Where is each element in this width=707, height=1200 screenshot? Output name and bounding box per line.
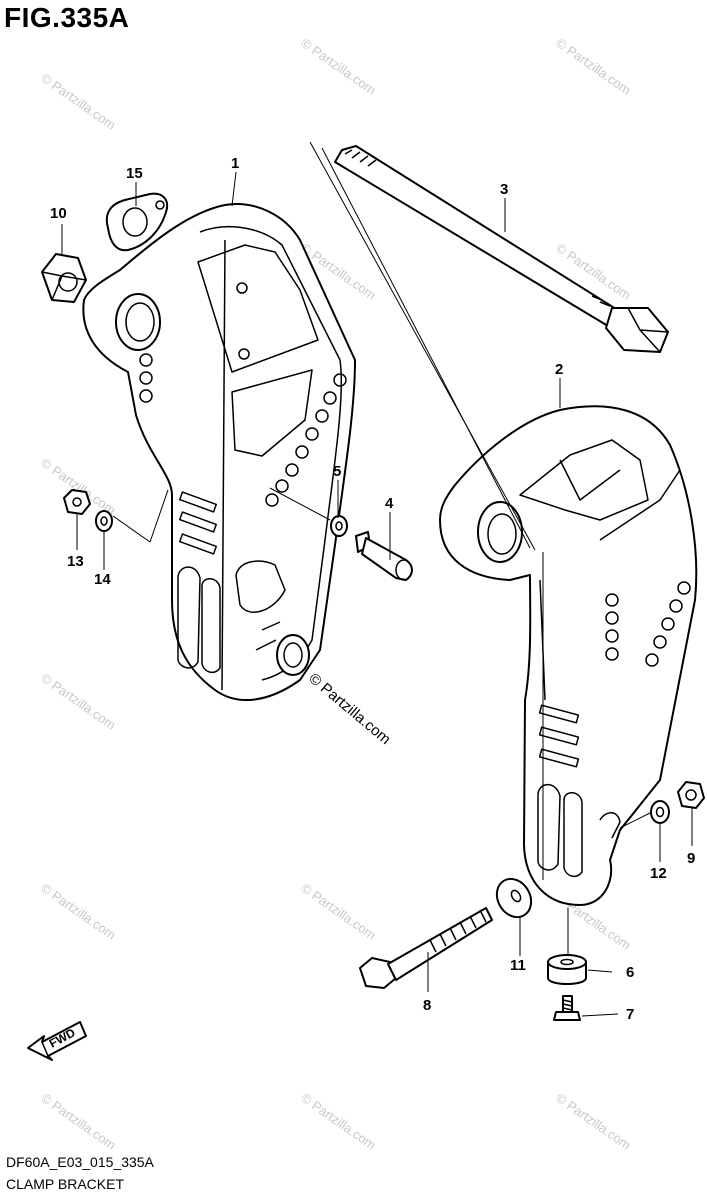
leader-lines [112,141,653,955]
clamp-bracket-left [82,203,356,702]
washer-part-14 [95,510,113,532]
callout-numbers: 1 2 3 4 5 6 7 8 9 10 11 12 13 14 15 [50,155,695,1023]
nut-part-13 [63,489,91,515]
callout-12: 12 [650,865,667,882]
plate-part-15 [105,192,169,252]
shaft-part-3 [334,145,669,353]
watermark: © Partzilla.com [298,880,378,943]
watermark: © Partzilla.com [38,1090,118,1153]
fwd-arrow-icon: FWD [27,1021,87,1061]
callout-1: 1 [231,155,239,172]
watermark: © Partzilla.com [38,670,118,733]
watermark: © Partzilla.com [38,70,118,133]
callout-5: 5 [333,463,341,480]
center-watermark: © Partzilla.com [305,670,393,748]
callout-2: 2 [555,361,563,378]
callout-leaders [61,171,693,1017]
callout-7: 7 [626,1006,634,1023]
callout-6: 6 [626,964,634,981]
nut-part-10 [41,253,87,303]
figure-caption: CLAMP BRACKET [6,1176,124,1192]
washer-part-5 [330,515,348,537]
watermark: © Partzilla.com [298,1090,378,1153]
watermark: © Partzilla.com [298,35,378,98]
screw-part-7 [553,995,581,1021]
callout-15: 15 [126,165,143,182]
watermark: © Partzilla.com [553,1090,633,1153]
callout-9: 9 [687,850,695,867]
washer-part-11 [495,877,533,919]
callout-10: 10 [50,205,67,222]
bushing-part-6 [547,954,587,985]
bolt-part-8 [359,907,493,989]
figure-title: FIG.335A [4,2,130,33]
figure-code: DF60A_E03_015_335A [6,1154,154,1170]
clamp-bracket-right [439,405,698,906]
watermark: © Partzilla.com [553,35,633,98]
watermark: © Partzilla.com [38,880,118,943]
pin-part-4 [355,531,413,581]
callout-8: 8 [423,997,431,1014]
washer-part-12 [650,800,670,824]
callout-4: 4 [385,495,394,512]
callout-3: 3 [500,181,508,198]
callout-11: 11 [510,957,526,974]
nut-part-9 [677,781,705,809]
callout-13: 13 [67,553,84,570]
callout-14: 14 [94,571,111,588]
